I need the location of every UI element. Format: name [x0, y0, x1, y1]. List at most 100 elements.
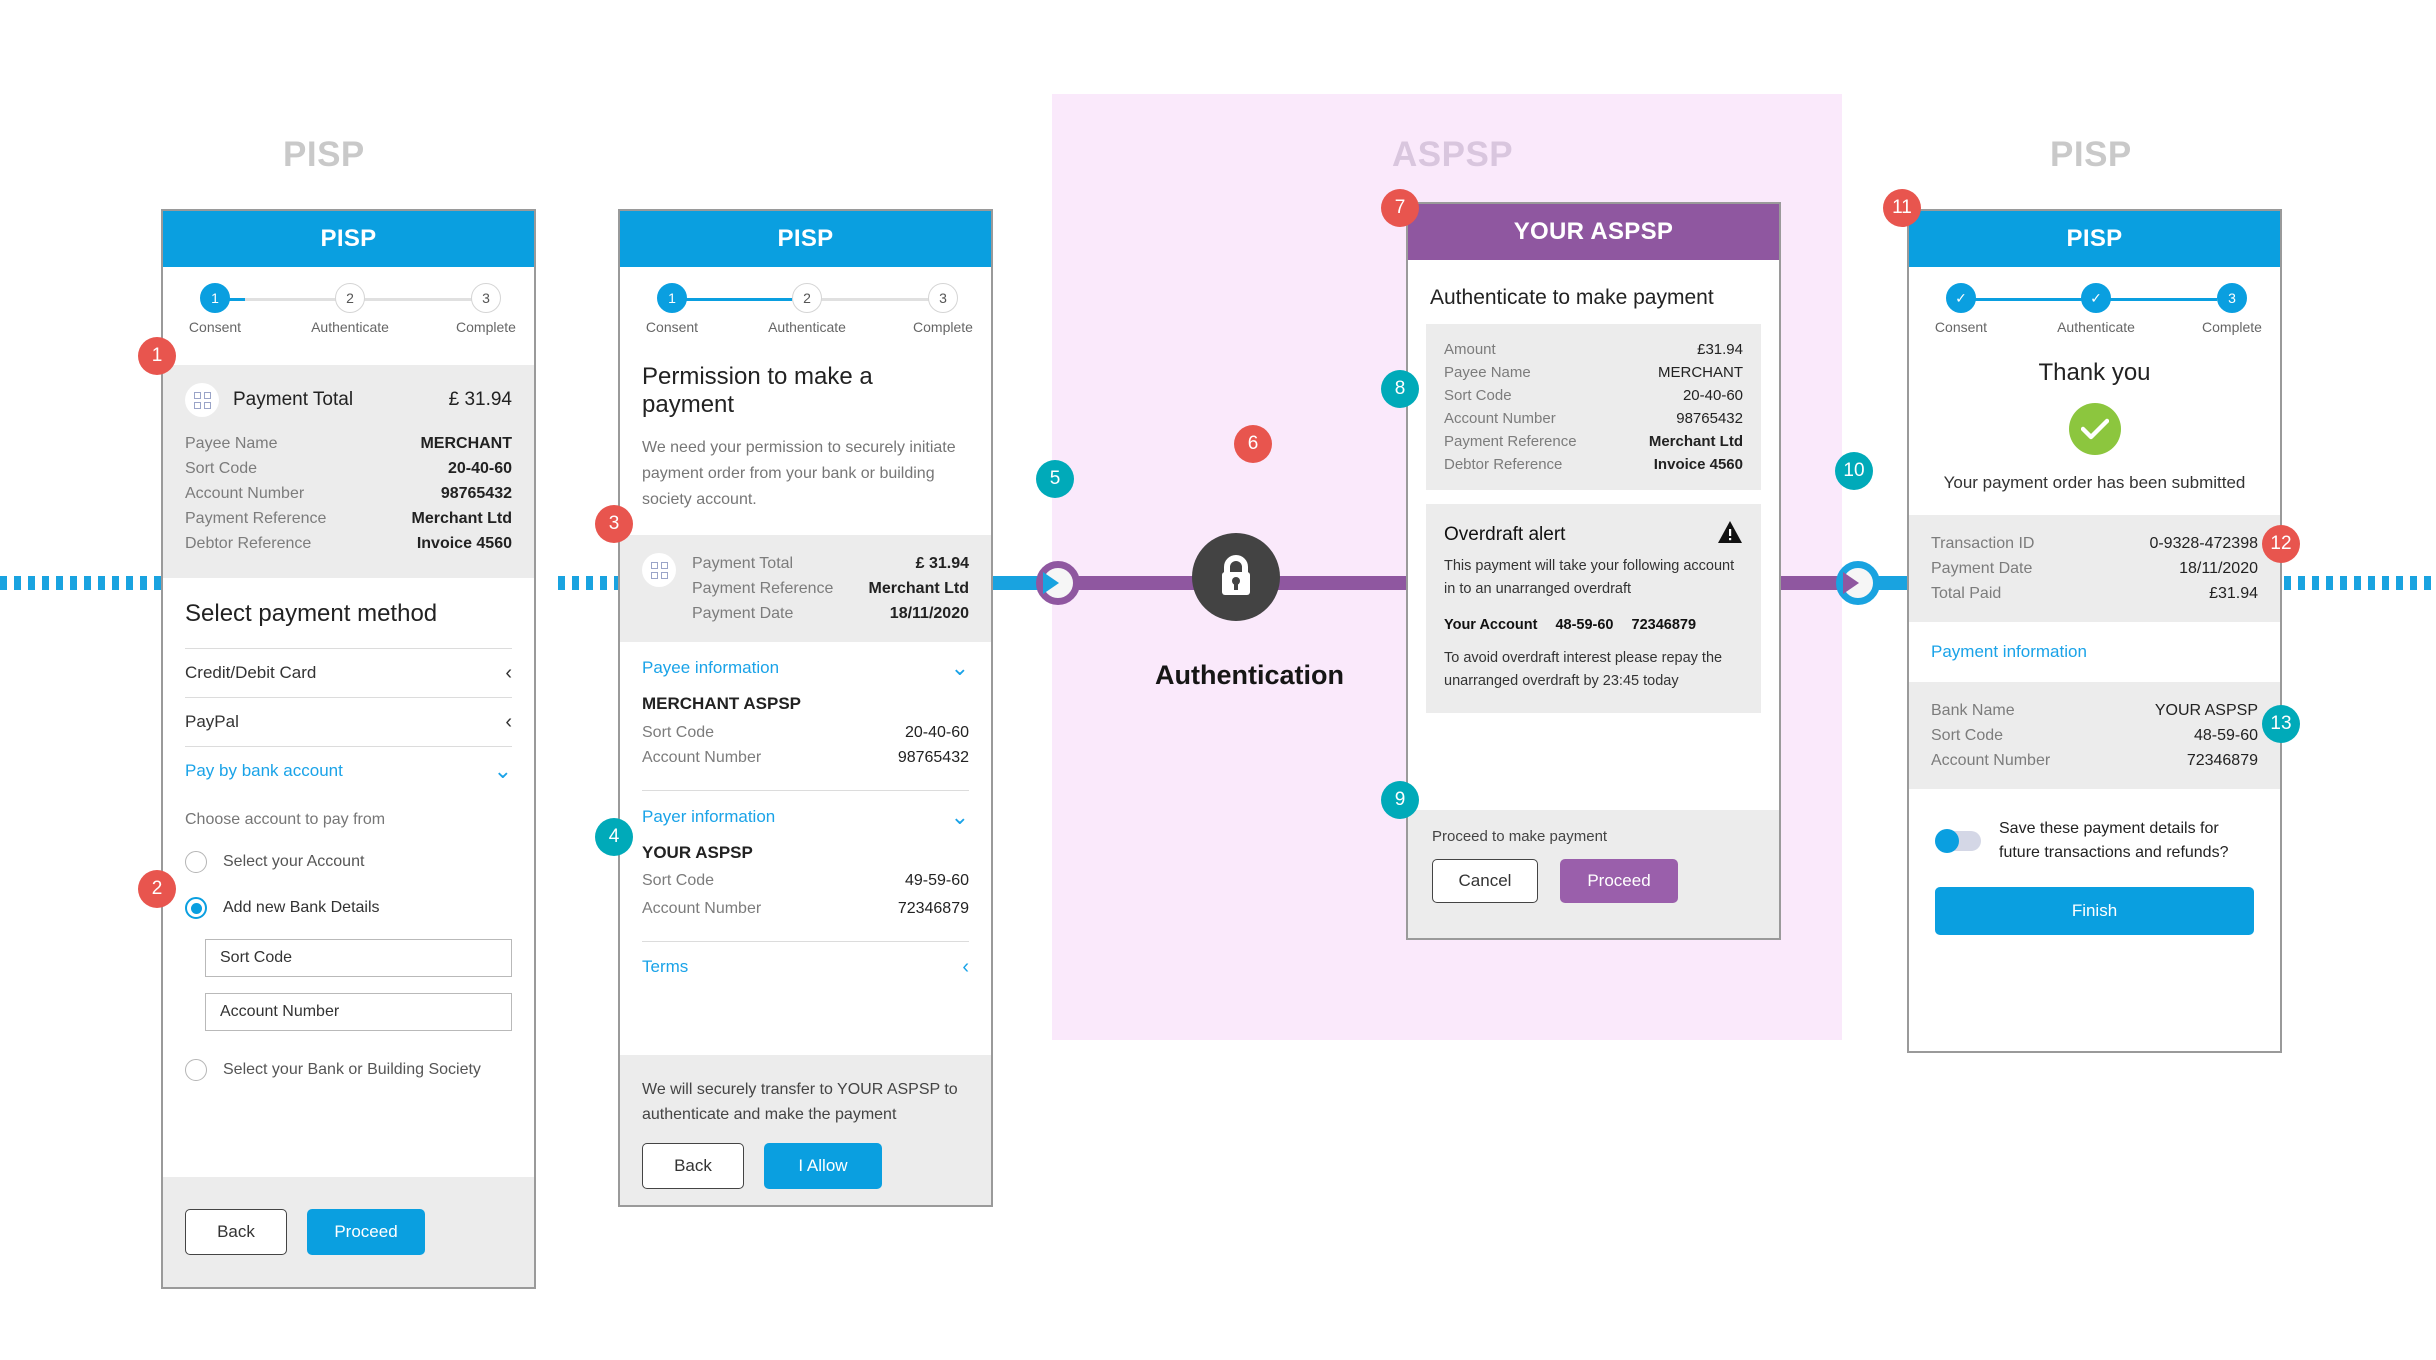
row-value: Merchant Ltd — [868, 580, 969, 597]
step-node-3[interactable]: 3 — [471, 283, 501, 313]
row-value: MERCHANT — [420, 435, 512, 452]
row-key: Sort Code — [1931, 727, 2004, 744]
step-node-2-complete[interactable]: ✓ — [2081, 283, 2111, 313]
row-value: 18/11/2020 — [2179, 560, 2258, 577]
chevron-left-icon: ‹ — [505, 711, 512, 733]
step-label-authenticate: Authenticate — [768, 319, 846, 335]
terms-link[interactable]: Terms ‹ — [642, 942, 969, 992]
step-node-3[interactable]: 3 — [2217, 283, 2247, 313]
i-allow-button[interactable]: I Allow — [764, 1143, 882, 1189]
row-key: Payment Total — [692, 555, 794, 572]
your-account-label: Your Account — [1444, 617, 1538, 633]
radio-select-bank-building-society[interactable]: Select your Bank or Building Society — [185, 1059, 512, 1081]
back-button[interactable]: Back — [185, 1209, 287, 1255]
callout-badge-8[interactable]: 8 — [1381, 370, 1419, 408]
proceed-button[interactable]: Proceed — [1560, 859, 1678, 903]
callout-badge-9[interactable]: 9 — [1381, 781, 1419, 819]
screen1-payment-summary: Payment Total £ 31.94 Payee Name MERCHANT… — [163, 365, 534, 578]
row-key: Payee Name — [185, 435, 278, 452]
row-value: £31.94 — [1697, 341, 1743, 358]
callout-badge-3[interactable]: 3 — [595, 505, 633, 543]
radio-select-your-account[interactable]: Select your Account — [185, 851, 512, 873]
payment-method-pay-by-bank-account[interactable]: Pay by bank account ⌄ — [185, 747, 512, 795]
callout-badge-13[interactable]: 13 — [2262, 705, 2300, 743]
radio-icon-selected — [185, 897, 207, 919]
screen1-footer: Back Proceed — [163, 1177, 534, 1287]
step-node-1[interactable]: 1 — [657, 283, 687, 313]
callout-badge-5[interactable]: 5 — [1036, 460, 1074, 498]
payment-information-link[interactable]: Payment information — [1909, 622, 2280, 682]
table-row: Amount£31.94 — [1444, 338, 1743, 361]
radio-label: Select your Bank or Building Society — [223, 1061, 481, 1078]
step-node-2[interactable]: 2 — [792, 283, 822, 313]
step-node-1-complete[interactable]: ✓ — [1946, 283, 1976, 313]
radio-icon — [185, 851, 207, 873]
cancel-button[interactable]: Cancel — [1432, 859, 1538, 903]
step-node-2[interactable]: 2 — [335, 283, 365, 313]
callout-badge-7[interactable]: 7 — [1381, 189, 1419, 227]
row-value: 72346879 — [897, 900, 969, 917]
callout-badge-10[interactable]: 10 — [1835, 452, 1873, 490]
row-value: £ 31.94 — [915, 555, 969, 572]
success-check-icon — [2068, 403, 2121, 455]
payment-total-value: £ 31.94 — [448, 389, 512, 410]
payment-method-paypal[interactable]: PayPal ‹ — [185, 698, 512, 746]
row-key: Account Number — [185, 485, 305, 502]
row-key: Transaction ID — [1931, 535, 2035, 552]
payment-information-heading: Payment information — [1931, 642, 2087, 661]
account-number-input[interactable]: Account Number — [205, 993, 512, 1031]
radio-add-new-bank-details[interactable]: Add new Bank Details — [185, 897, 512, 919]
row-value: 0-9328-472398 — [2149, 535, 2258, 552]
sort-code-input[interactable]: Sort Code — [205, 939, 512, 977]
step-label-consent: Consent — [1934, 319, 1988, 335]
callout-badge-12[interactable]: 12 — [2262, 525, 2300, 563]
row-key: Account Number — [642, 749, 762, 766]
row-key: Sort Code — [642, 724, 715, 741]
back-button[interactable]: Back — [642, 1143, 744, 1189]
payee-information-toggle[interactable]: Payee information ⌄ — [642, 642, 969, 694]
row-value: 20-40-60 — [447, 460, 512, 477]
payer-information-heading: Payer information — [642, 807, 776, 826]
overdraft-alert-panel: Overdraft alert This payment will take y… — [1426, 504, 1761, 713]
row-key: Bank Name — [1931, 702, 2015, 719]
payment-method-credit-debit-card[interactable]: Credit/Debit Card ‹ — [185, 649, 512, 697]
callout-badge-6[interactable]: 6 — [1234, 425, 1272, 463]
payee-name: MERCHANT ASPSP — [642, 694, 801, 713]
screen-pisp-consent: PISP 1 2 3 Consent Authenticate Complete… — [161, 209, 536, 1289]
permission-title: Permission to make a payment — [642, 363, 873, 418]
proceed-button[interactable]: Proceed — [307, 1209, 425, 1255]
payer-information-toggle[interactable]: Payer information ⌄ — [642, 791, 969, 843]
row-key: Payment Reference — [185, 510, 327, 527]
callout-badge-11[interactable]: 11 — [1883, 189, 1921, 227]
finish-button[interactable]: Finish — [1935, 887, 2254, 935]
step-label-consent: Consent — [188, 319, 242, 335]
toggle-switch-icon[interactable] — [1935, 829, 1981, 853]
permission-body: We need your permission to securely init… — [642, 439, 956, 508]
step-node-3[interactable]: 3 — [928, 283, 958, 313]
callout-badge-1[interactable]: 1 — [138, 337, 176, 375]
callout-badge-2[interactable]: 2 — [138, 870, 176, 908]
screen-aspsp-authenticate-frame: YOUR ASPSP Authenticate to make payment … — [1406, 202, 1781, 940]
terms-label: Terms — [642, 957, 689, 976]
transfer-notice: We will securely transfer to YOUR ASPSP … — [642, 1081, 958, 1123]
radio-label: Select your Account — [223, 853, 365, 870]
method-label: Pay by bank account — [185, 761, 343, 780]
payment-total-label: Payment Total — [233, 389, 354, 410]
save-details-toggle-row[interactable]: Save these payment details for future tr… — [1909, 789, 2280, 865]
your-account-number: 72346879 — [1631, 617, 1697, 633]
row-value: 49-59-60 — [904, 872, 969, 889]
callout-badge-4[interactable]: 4 — [595, 818, 633, 856]
zone-label-aspsp: ASPSP — [1392, 135, 1514, 174]
step-node-1[interactable]: 1 — [200, 283, 230, 313]
grid-icon — [185, 383, 219, 417]
screen2-stepper: 1 2 3 Consent Authenticate Complete — [646, 283, 973, 347]
